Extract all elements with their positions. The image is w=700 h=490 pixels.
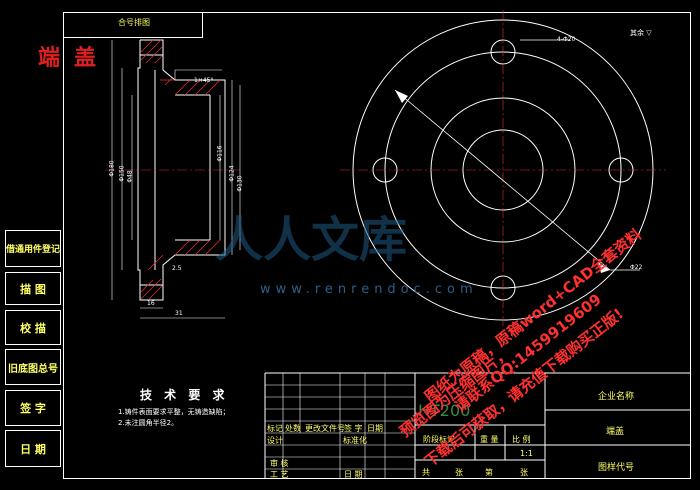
tb-design: 设计 <box>267 436 283 445</box>
red-stamp-text: 端盖 <box>38 46 111 71</box>
arrow-icon <box>598 262 610 273</box>
dim-chamfer: 1×45° <box>194 77 214 84</box>
end-view-centerlines <box>340 10 666 330</box>
tb-weight: 重 量 <box>480 435 499 444</box>
corner-label: 合号排图 <box>118 18 150 27</box>
arrow-icon <box>395 90 408 103</box>
side-cell-trace: 描 图 <box>5 272 61 305</box>
tb-date: 日 期 <box>344 470 363 479</box>
tech-req-title: 技 术 要 求 <box>140 388 229 402</box>
tb-scale: 1:1 <box>520 449 533 458</box>
tb-header-count: 处数 <box>285 424 301 433</box>
tb-review: 审 核 <box>270 459 289 468</box>
tb-standard: 标准化 <box>343 436 367 445</box>
tb-page: 第 <box>485 468 493 477</box>
tb-header-doc: 更改文件号 <box>305 424 345 433</box>
company-name: 企业名称 <box>598 392 635 402</box>
corner-label-box <box>63 12 203 38</box>
tb-scale-label: 比 例 <box>512 435 531 444</box>
dim-d2: Φ150 <box>118 165 126 182</box>
roughness-symbol-icon: ▽ <box>646 29 652 37</box>
section-dimensions <box>111 40 241 319</box>
watermark-brand: 人人文库 <box>215 212 408 268</box>
side-cell-register: 借通用件登记 <box>5 230 61 267</box>
tb-header-mark: 标记 <box>267 424 283 433</box>
side-cell-sign: 签 字 <box>5 390 61 426</box>
section-hatching <box>140 39 221 300</box>
part-name: 端盖 <box>606 427 625 437</box>
tb-stage-mark: 阶段标记 <box>423 435 455 444</box>
dim-d3: Φ48 <box>126 170 134 183</box>
title-block-lines <box>264 372 691 479</box>
dim-bolt: 4-Φ20 <box>557 36 576 43</box>
tb-header-date: 日期 <box>367 424 383 433</box>
side-cell-date: 日 期 <box>5 430 61 467</box>
watermark-site: www.renrendoc.com <box>260 282 478 297</box>
drawing-number: 图样代号 <box>598 463 635 473</box>
roughness-label: 其余 <box>630 29 644 37</box>
dim-thick: 16 <box>147 300 155 307</box>
dim-hole: Φ22 <box>630 264 643 271</box>
tb-process: 工 艺 <box>270 470 289 479</box>
leader-lines <box>394 39 640 271</box>
dim-small: 2.5 <box>172 265 182 272</box>
side-cell-check-trace: 校 描 <box>5 310 61 345</box>
side-cell-old-drawing: 旧底图总号 <box>5 349 61 385</box>
tb-page-unit: 张 <box>520 468 528 477</box>
roughness-note: 其余 ▽ <box>630 28 652 38</box>
dim-d5: Φ124 <box>228 165 236 182</box>
tech-req-line-2: 2.未注圆角半径2。 <box>118 419 179 427</box>
tb-sheets: 共 <box>422 468 430 477</box>
dim-d4: Φ116 <box>216 145 224 162</box>
dim-length: 31 <box>175 310 183 317</box>
tb-sheet: 张 <box>455 468 463 477</box>
drawing-frame <box>63 12 691 479</box>
title-block-grid <box>265 373 415 479</box>
tech-req-line-1: 1.铸件表面要求平整，无铸造缺陷； <box>118 408 230 416</box>
dim-d1: Φ180 <box>108 160 116 177</box>
dim-d6: Φ130 <box>236 175 244 192</box>
material-label: HT200 <box>418 401 471 420</box>
tb-header-sign: 签 字 <box>344 424 363 433</box>
